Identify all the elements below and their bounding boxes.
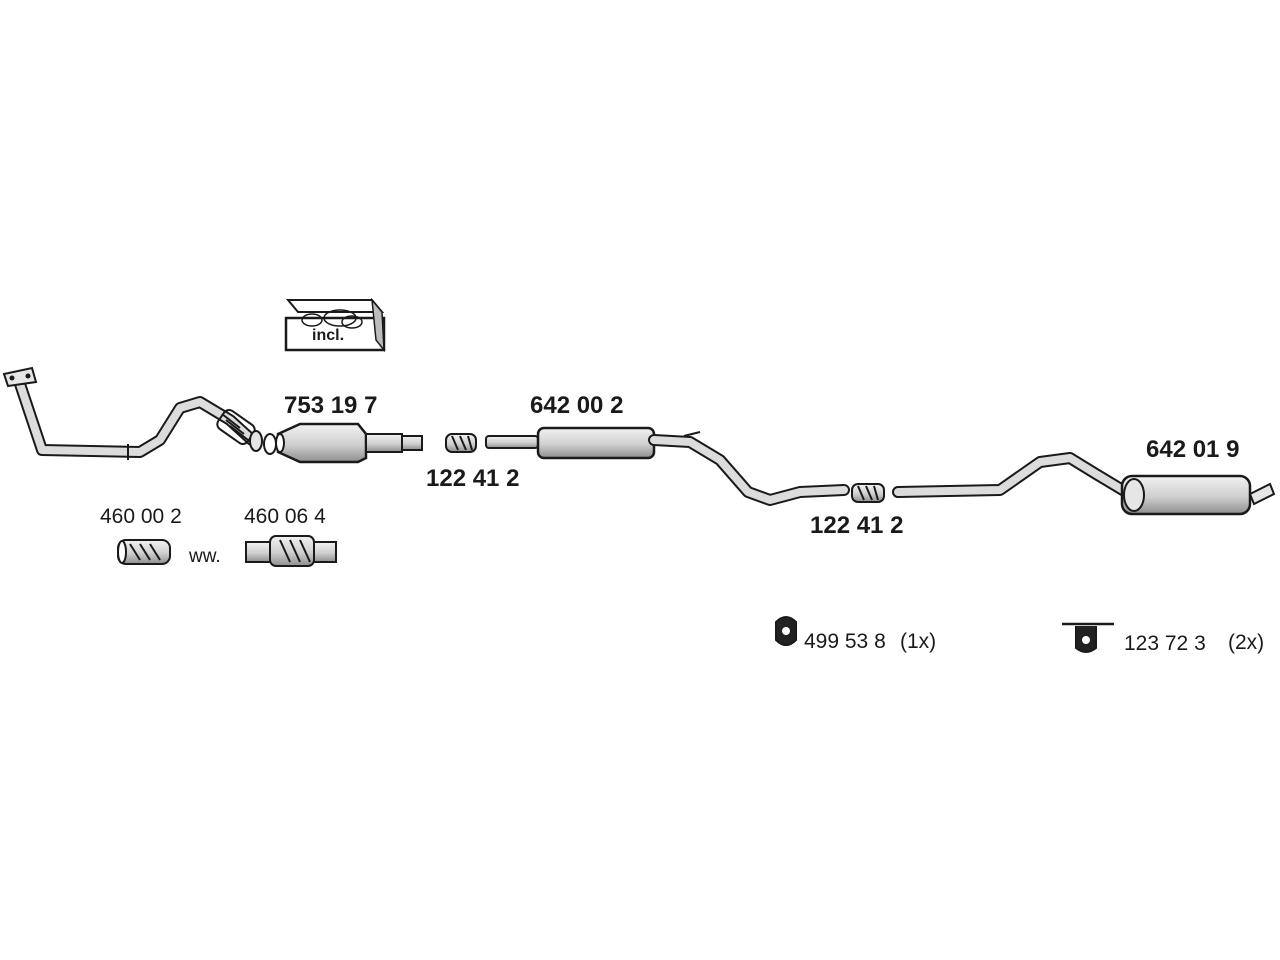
part-number-catalytic-converter: 753 19 7 bbox=[284, 392, 378, 419]
part-number-rear-silencer: 642 01 9 bbox=[1146, 436, 1240, 463]
part-number-clamp-1: 122 41 2 bbox=[426, 465, 520, 492]
flex-pipe-b bbox=[245, 535, 337, 567]
catalytic-converter bbox=[275, 422, 423, 464]
hanger-qty: (2x) bbox=[1228, 631, 1265, 654]
front-silencer bbox=[485, 426, 850, 506]
part-number-front-silencer: 642 00 2 bbox=[530, 392, 624, 419]
clamp-1 bbox=[445, 433, 477, 453]
gasket-ring bbox=[263, 433, 277, 455]
flex-pipe-a bbox=[117, 539, 171, 565]
rubber-mount-code: 499 53 8 bbox=[804, 630, 886, 653]
incl-label: incl. bbox=[312, 327, 345, 344]
rubber-mount-icon bbox=[775, 616, 797, 646]
rear-silencer bbox=[892, 452, 1276, 516]
front-pipe bbox=[2, 366, 263, 460]
rubber-mount-qty: (1x) bbox=[900, 630, 937, 653]
incl-kit-box bbox=[284, 297, 386, 353]
alternative-label: ww. bbox=[189, 546, 221, 567]
hanger-code: 123 72 3 bbox=[1124, 632, 1206, 655]
clamp-2 bbox=[851, 483, 885, 503]
part-number-flex-pipe-a: 460 00 2 bbox=[100, 505, 182, 528]
part-number-flex-pipe-b: 460 06 4 bbox=[244, 505, 326, 528]
hanger-icon bbox=[1062, 622, 1114, 653]
part-number-clamp-2: 122 41 2 bbox=[810, 512, 904, 539]
